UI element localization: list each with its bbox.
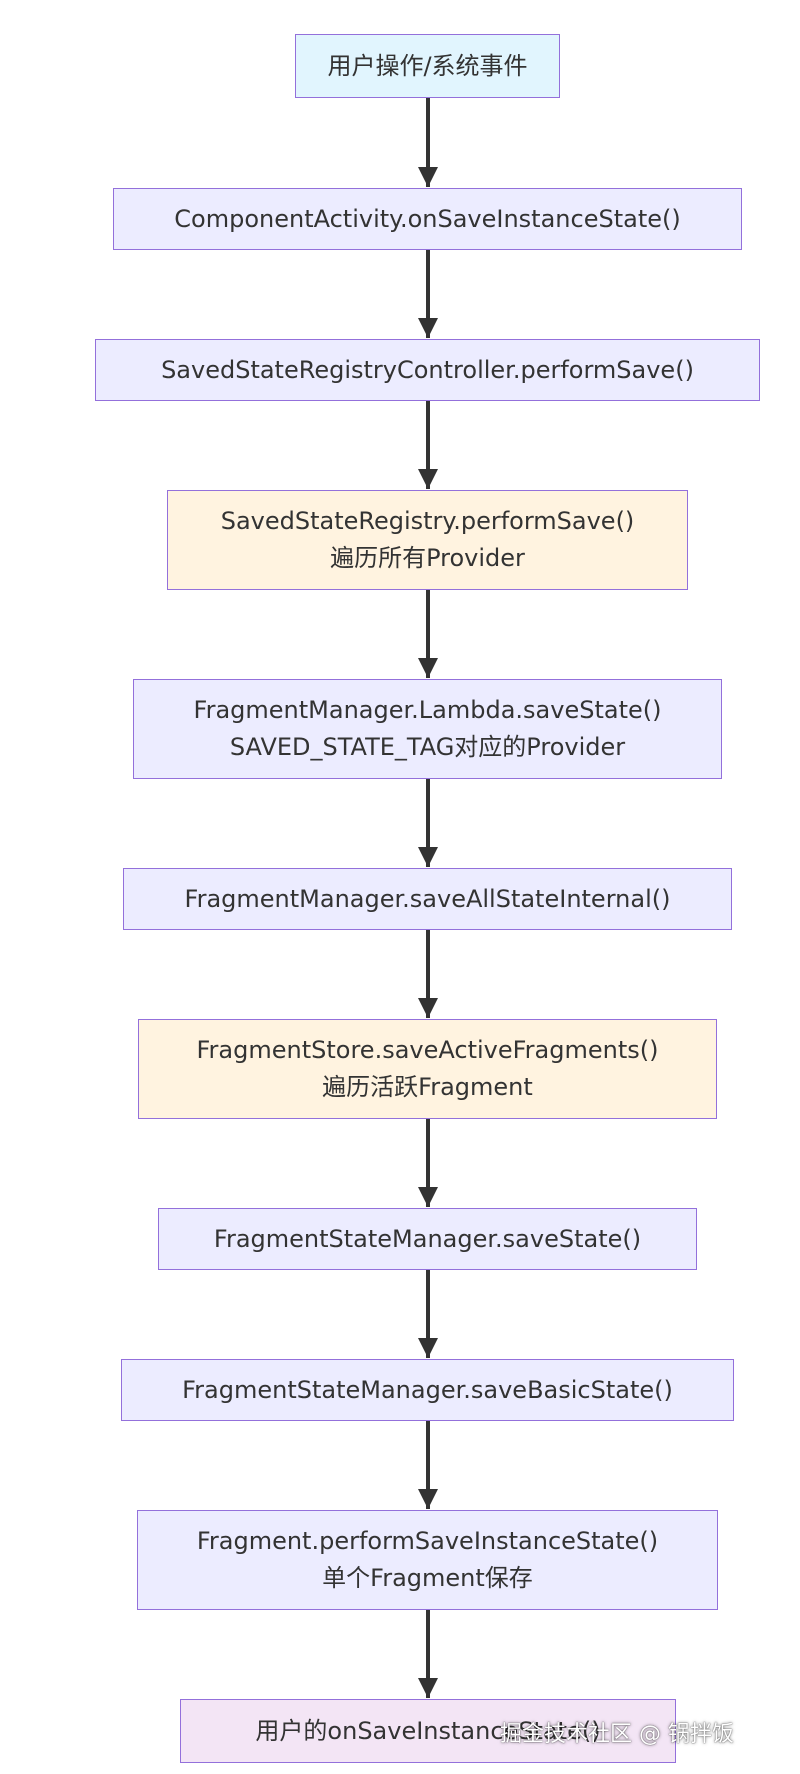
node-label: FragmentManager.saveAllStateInternal()	[184, 884, 671, 913]
node-label: Fragment.performSaveInstanceState()	[196, 1527, 659, 1555]
node-label: SAVED_STATE_TAG对应的Provider	[229, 733, 626, 761]
node-label: 遍历活跃Fragment	[322, 1073, 533, 1101]
flow-node-n10: Fragment.performSaveInstanceState() 单个Fra…	[137, 1510, 718, 1610]
flow-node-n1: 用户操作/系统事件	[295, 34, 560, 98]
flow-node-n11: 用户的onSaveInstanceState()	[180, 1699, 676, 1763]
watermark: 掘金技术社区 @ 锅拌饭	[500, 1722, 734, 1747]
node-label: SavedStateRegistry.performSave()	[220, 507, 635, 535]
node-label: 用户操作/系统事件	[327, 51, 528, 80]
node-label: FragmentManager.Lambda.saveState()	[193, 696, 662, 724]
node-label: SavedStateRegistryController.performSave…	[161, 355, 694, 384]
node-label: FragmentStore.saveActiveFragments()	[196, 1036, 659, 1064]
node-label: 单个Fragment保存	[322, 1564, 533, 1592]
node-label: FragmentStateManager.saveBasicState()	[182, 1375, 673, 1404]
flow-node-n6: FragmentManager.saveAllStateInternal()	[123, 868, 732, 930]
node-label: ComponentActivity.onSaveInstanceState()	[174, 204, 681, 233]
flow-node-n7: FragmentStore.saveActiveFragments() 遍历活跃F…	[138, 1019, 717, 1119]
flow-node-n9: FragmentStateManager.saveBasicState()	[121, 1359, 734, 1421]
node-label: 用户的onSaveInstanceState()	[255, 1716, 601, 1745]
flow-node-n5: FragmentManager.Lambda.saveState() SAVED_…	[133, 679, 722, 779]
flow-node-n8: FragmentStateManager.saveState()	[158, 1208, 697, 1270]
node-label: 遍历所有Provider	[330, 544, 525, 572]
node-label: FragmentStateManager.saveState()	[213, 1224, 642, 1253]
flow-node-n3: SavedStateRegistryController.performSave…	[95, 339, 760, 401]
flow-node-n4: SavedStateRegistry.performSave() 遍历所有Prov…	[167, 490, 688, 590]
flow-node-n2: ComponentActivity.onSaveInstanceState()	[113, 188, 742, 250]
